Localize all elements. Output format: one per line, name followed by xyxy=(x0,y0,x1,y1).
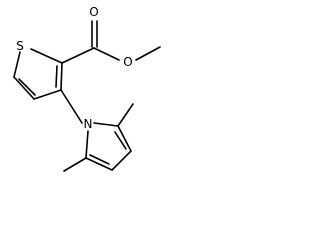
bond-c5-c4 xyxy=(13,76,35,100)
bond-c3-c2-inner xyxy=(55,65,58,88)
bond-c5-c4-inner xyxy=(18,78,36,96)
bond-c4-c5 xyxy=(85,157,113,171)
sulfur-label: S xyxy=(16,39,24,53)
bond-c4-c3 xyxy=(33,89,62,100)
bond-s-c5 xyxy=(13,51,21,78)
bond-c2-carbonyl xyxy=(61,47,95,64)
bond-c4-c5-inner xyxy=(89,154,110,165)
ester-oxygen-label: O xyxy=(123,55,132,69)
carbonyl-oxygen-label: O xyxy=(89,5,98,19)
bond-c2-c3-inner xyxy=(114,131,127,150)
bond-c2-methyl xyxy=(117,103,134,127)
nitrogen-label: N xyxy=(84,117,93,131)
bond-ester-oxygen-methyl xyxy=(135,46,161,61)
bond-n-c2 xyxy=(93,122,119,127)
chemical-structure-canvas: S O O N xyxy=(0,0,176,200)
bond-c2-c3 xyxy=(117,125,132,152)
bond-c3-c4 xyxy=(111,150,132,171)
bond-c5-methyl xyxy=(63,157,87,172)
bond-c5-n xyxy=(85,130,89,159)
molecule-diagram: S O O N xyxy=(13,5,161,172)
bond-c3-c2 xyxy=(60,62,63,91)
bond-carbonyl-ester-oxygen xyxy=(93,47,120,61)
bond-c3-nitrogen xyxy=(60,89,83,124)
bond-c2-s xyxy=(30,48,63,64)
